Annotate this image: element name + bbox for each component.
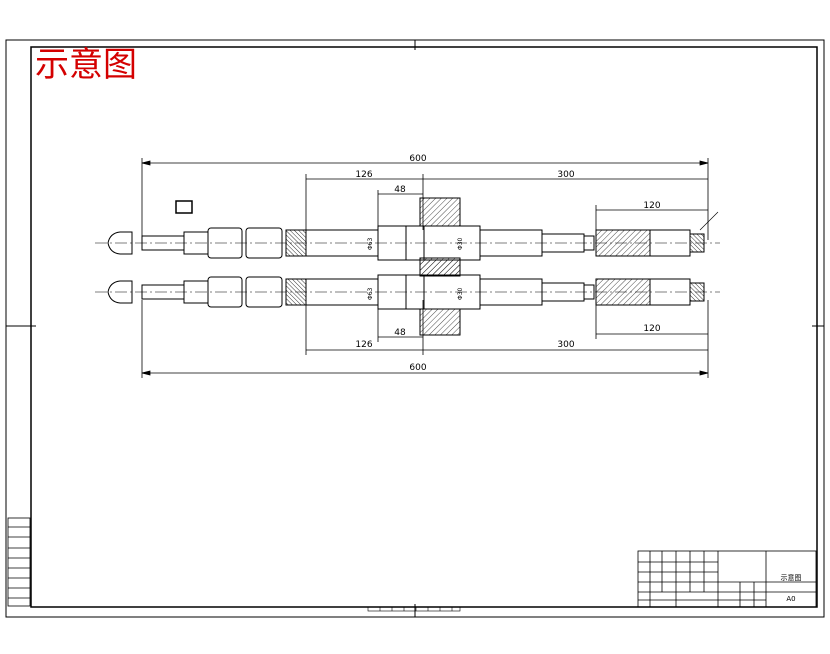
dim-300-top-label: 300 xyxy=(557,170,574,180)
revision-table xyxy=(7,517,31,607)
dim-overall-top-label: 600 xyxy=(409,154,426,164)
centering-marks xyxy=(6,40,824,617)
dim-overall-top xyxy=(141,158,709,240)
dim-120-bottom xyxy=(595,305,708,339)
dim-120-top-label: 120 xyxy=(643,201,660,211)
leader-line xyxy=(699,211,719,231)
dia-left-lower: Φ63 xyxy=(367,287,374,300)
dim-overall-bottom-label: 600 xyxy=(409,363,426,373)
dim-overall-bottom xyxy=(141,300,709,378)
title-block-drawing-name: 示意图 xyxy=(781,573,802,582)
dim-126-top-label: 126 xyxy=(355,170,372,180)
dia-left-upper: Φ63 xyxy=(367,237,374,250)
dim-120-bottom-label: 120 xyxy=(643,324,660,334)
dim-48-top-label: 48 xyxy=(394,185,406,195)
title-block xyxy=(637,550,817,608)
dim-48-bottom xyxy=(377,305,423,342)
title-block-format: A0 xyxy=(786,595,795,603)
lower-assembly xyxy=(95,259,720,336)
note-box xyxy=(175,200,193,214)
upper-assembly xyxy=(95,197,720,277)
dim-300-bottom-label: 300 xyxy=(557,340,574,350)
scale-strip xyxy=(367,606,461,612)
outer-frame xyxy=(5,39,825,618)
dim-120-top xyxy=(595,205,708,234)
dia-right-upper: Φ30 xyxy=(457,237,464,250)
dia-right-lower: Φ30 xyxy=(457,287,464,300)
dim-48-top xyxy=(377,190,423,230)
dim-126-bottom-label: 126 xyxy=(355,340,372,350)
title-text: 示意图 xyxy=(35,45,137,85)
dim-48-bottom-label: 48 xyxy=(394,328,406,338)
